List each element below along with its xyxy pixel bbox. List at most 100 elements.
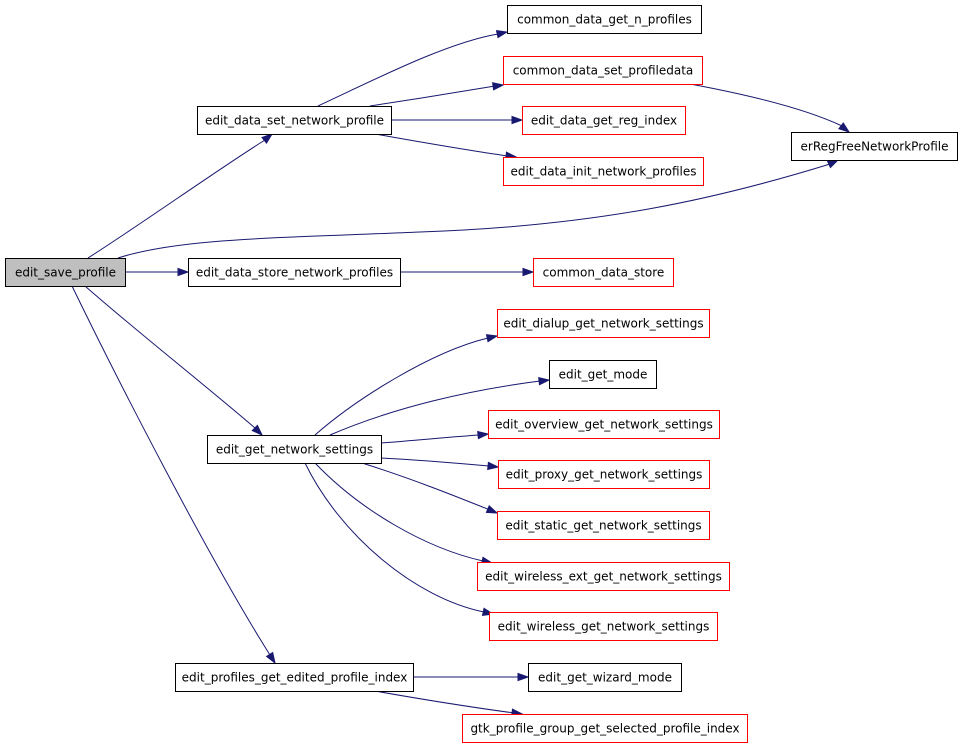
edge-line: [380, 434, 480, 444]
node-label: edit_proxy_get_network_settings: [506, 468, 703, 482]
node-label: edit_data_store_network_profiles: [196, 266, 393, 280]
node-box: [477, 562, 730, 591]
node-box: [197, 106, 392, 135]
edge-arrowhead: [177, 267, 190, 277]
node-box: [175, 663, 414, 692]
edge-edit_profiles_get_edited_profile_index-to-edit_get_wizard_mode: [413, 672, 530, 682]
node-edit_data_get_reg_index[interactable]: edit_data_get_reg_index: [522, 106, 686, 135]
edge-line: [329, 380, 541, 436]
node-edit_get_mode[interactable]: edit_get_mode: [549, 360, 657, 389]
node-label: common_data_store: [543, 266, 665, 280]
edge-arrowhead: [261, 133, 274, 144]
edge-line: [317, 33, 499, 107]
node-gtk_profile_group_get_selected_profile_index[interactable]: gtk_profile_group_get_selected_profile_i…: [462, 714, 748, 743]
edge-edit_get_network_settings-to-edit_dialup_get_network_settings: [314, 334, 499, 436]
edge-line: [380, 457, 490, 467]
node-box: [533, 258, 674, 287]
edge-line: [304, 462, 485, 613]
edge-arrowhead: [495, 30, 509, 39]
edge-line: [71, 285, 271, 656]
node-edit_save_profile: edit_save_profile: [5, 258, 126, 287]
node-edit_data_store_network_profiles[interactable]: edit_data_store_network_profiles: [188, 258, 401, 287]
edge-edit_data_store_network_profiles-to-common_data_store: [400, 267, 535, 277]
node-box: [522, 106, 686, 135]
edge-arrowhead: [838, 122, 851, 133]
edge-edit_get_network_settings-to-edit_static_get_network_settings: [361, 462, 499, 514]
node-common_data_get_n_profiles[interactable]: common_data_get_n_profiles: [507, 5, 702, 34]
node-box: [549, 360, 657, 389]
node-box: [503, 157, 704, 186]
edge-edit_data_set_network_profile-to-edit_data_get_reg_index: [391, 115, 524, 125]
edge-arrowhead: [485, 334, 499, 343]
node-edit_profiles_get_edited_profile_index[interactable]: edit_profiles_get_edited_profile_index: [175, 663, 414, 692]
node-label: edit_data_set_network_profile: [205, 114, 384, 128]
node-box: [528, 663, 682, 692]
node-common_data_store[interactable]: common_data_store: [533, 258, 674, 287]
node-label: erRegFreeNetworkProfile: [801, 140, 949, 154]
node-label: edit_dialup_get_network_settings: [503, 317, 703, 331]
node-label: common_data_set_profiledata: [513, 64, 694, 78]
edge-arrowhead: [522, 267, 535, 277]
node-box: [497, 511, 710, 540]
edge-arrowhead: [826, 159, 840, 169]
edge-line: [314, 462, 484, 562]
node-label: edit_get_network_settings: [216, 443, 373, 457]
node-box: [791, 132, 958, 161]
edge-edit_get_network_settings-to-edit_proxy_get_network_settings: [380, 457, 500, 471]
node-label: edit_data_init_network_profiles: [511, 165, 697, 179]
node-label: edit_wireless_get_network_settings: [498, 620, 710, 634]
edge-edit_save_profile-to-edit_profiles_get_edited_profile_index: [71, 285, 276, 665]
node-box: [498, 460, 710, 489]
node-edit_static_get_network_settings[interactable]: edit_static_get_network_settings: [497, 511, 710, 540]
node-label: edit_save_profile: [15, 266, 116, 280]
node-box: [5, 258, 126, 287]
edge-edit_get_network_settings-to-edit_get_mode: [329, 376, 551, 436]
edge-line: [314, 337, 489, 436]
edge-line: [117, 163, 831, 259]
node-box: [207, 435, 382, 464]
node-edit_get_network_settings[interactable]: edit_get_network_settings: [207, 435, 382, 464]
node-label: edit_data_get_reg_index: [531, 114, 677, 128]
node-edit_dialup_get_network_settings[interactable]: edit_dialup_get_network_settings: [497, 309, 710, 338]
edge-edit_save_profile-to-edit_data_store_network_profiles: [125, 267, 190, 277]
edge-edit_save_profile-to-edit_data_set_network_profile: [87, 133, 274, 259]
node-box: [188, 258, 401, 287]
edge-arrowhead: [492, 82, 505, 91]
edge-line: [374, 133, 509, 157]
node-edit_get_wizard_mode[interactable]: edit_get_wizard_mode: [528, 663, 682, 692]
node-label: edit_wireless_ext_get_network_settings: [485, 570, 722, 584]
node-box: [503, 56, 703, 85]
node-edit_data_set_network_profile[interactable]: edit_data_set_network_profile: [197, 106, 392, 135]
node-edit_data_init_network_profiles[interactable]: edit_data_init_network_profiles: [503, 157, 704, 186]
edge-edit_data_set_network_profile-to-common_data_get_n_profiles: [317, 30, 509, 107]
edge-arrowhead: [487, 461, 500, 471]
node-common_data_set_profiledata[interactable]: common_data_set_profiledata: [503, 56, 703, 85]
edge-line: [84, 285, 256, 429]
node-label: edit_get_wizard_mode: [538, 671, 672, 685]
edge-line: [87, 139, 266, 259]
node-edit_overview_get_network_settings[interactable]: edit_overview_get_network_settings: [488, 410, 720, 439]
node-edit_wireless_get_network_settings[interactable]: edit_wireless_get_network_settings: [489, 612, 718, 641]
edge-line: [374, 690, 515, 714]
node-box: [489, 612, 718, 641]
edge-edit_get_network_settings-to-edit_wireless_ext_get_network_settings: [314, 462, 494, 565]
node-label: edit_profiles_get_edited_profile_index: [182, 671, 408, 685]
edge-edit_data_set_network_profile-to-edit_data_init_network_profiles: [374, 133, 518, 160]
node-box: [507, 5, 702, 34]
edges-layer: [71, 30, 851, 717]
edge-arrowhead: [477, 430, 490, 440]
nodes-layer: edit_save_profile edit_data_set_network_p…: [5, 5, 958, 743]
edge-arrowhead: [538, 376, 551, 386]
node-label: gtk_profile_group_get_selected_profile_i…: [470, 722, 739, 736]
edge-edit_save_profile-to-erRegFreeNetworkProfile: [117, 159, 840, 259]
edge-line: [361, 462, 491, 511]
node-edit_wireless_ext_get_network_settings[interactable]: edit_wireless_ext_get_network_settings: [477, 562, 730, 591]
node-erRegFreeNetworkProfile[interactable]: erRegFreeNetworkProfile: [791, 132, 958, 161]
edge-edit_data_set_network_profile-to-common_data_set_profiledata: [369, 82, 505, 107]
node-label: edit_get_mode: [559, 368, 648, 382]
node-label: edit_static_get_network_settings: [505, 519, 701, 533]
node-edit_proxy_get_network_settings[interactable]: edit_proxy_get_network_settings: [498, 460, 710, 489]
node-label: common_data_get_n_profiles: [517, 13, 692, 27]
edge-arrowhead: [251, 424, 264, 437]
